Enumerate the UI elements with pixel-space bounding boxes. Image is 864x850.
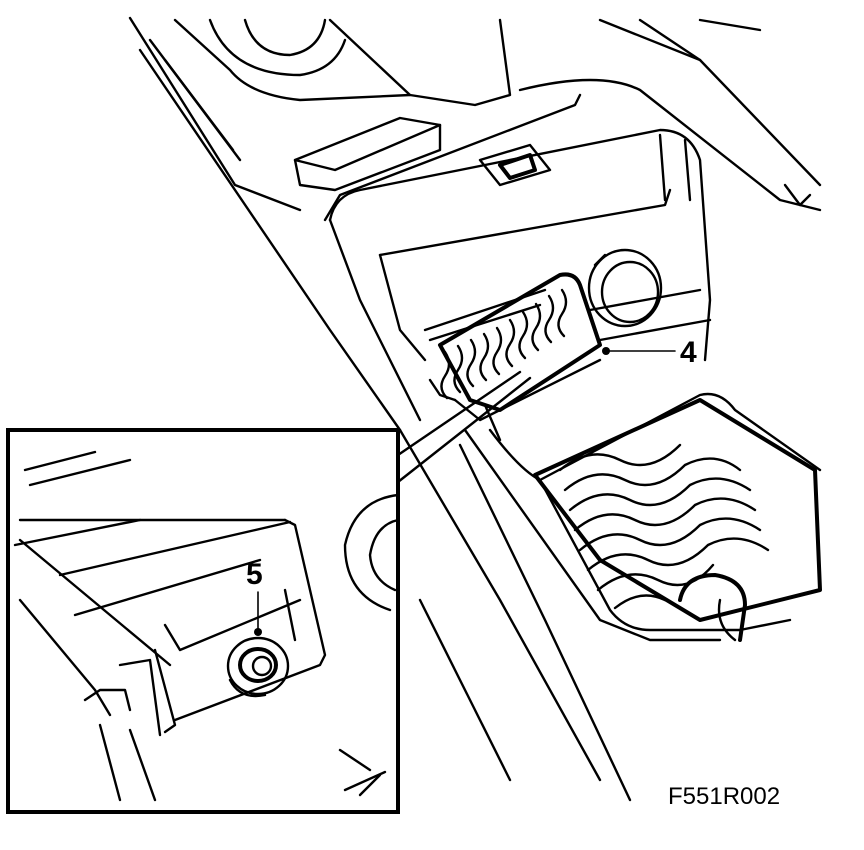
lower-tray — [463, 392, 822, 642]
fuse-socket-icon — [226, 636, 290, 698]
console-lower-structure — [398, 428, 632, 802]
detail-inset: 5 — [6, 428, 400, 814]
figure-code: F551R002 — [668, 783, 780, 810]
callout-4: 4 — [602, 336, 697, 369]
callout-5: 5 — [246, 558, 263, 636]
console-upper-structure — [128, 16, 822, 432]
magnification-leader — [396, 370, 532, 484]
callout-4-label: 4 — [680, 336, 697, 369]
inset-panel-lines — [13, 450, 387, 802]
storage-compartment — [428, 272, 602, 422]
storage-tray-mat-icon — [440, 288, 568, 400]
callout-5-label: 5 — [246, 558, 263, 591]
inset-lighter-edge — [343, 493, 400, 612]
console-panel — [328, 128, 712, 422]
cigarette-lighter-icon — [587, 248, 663, 328]
